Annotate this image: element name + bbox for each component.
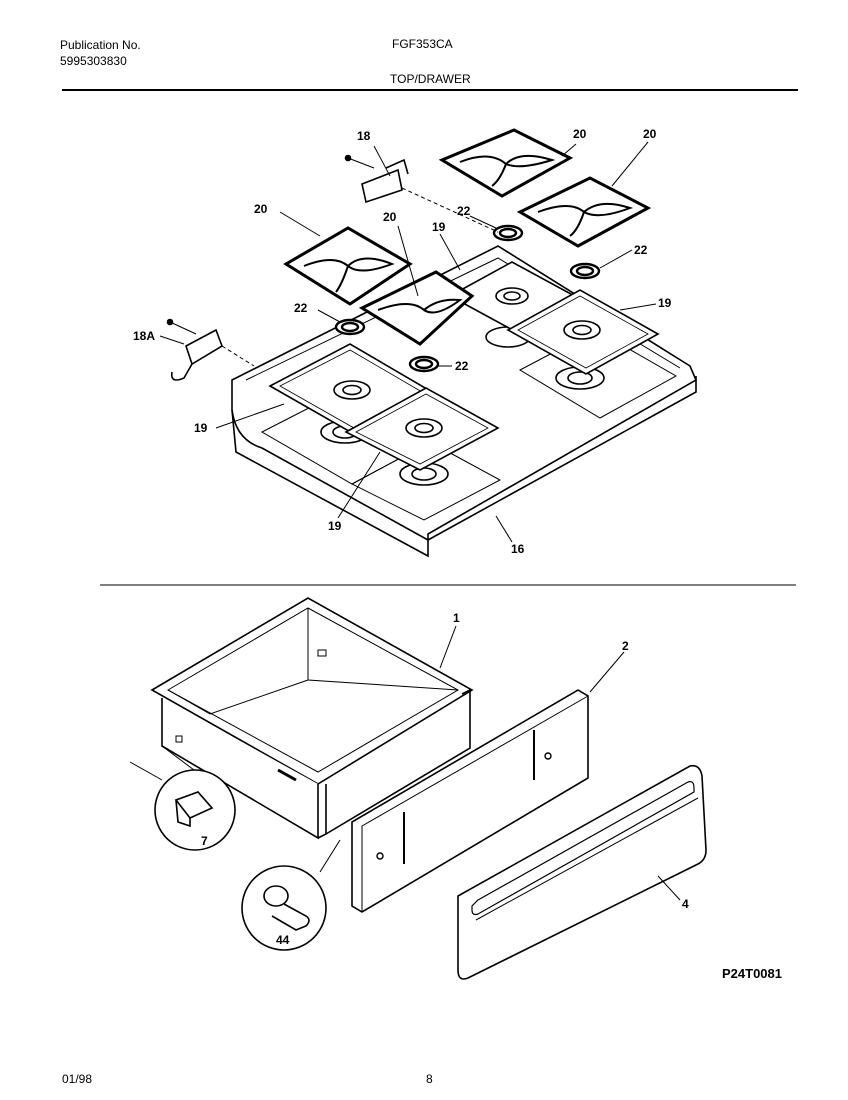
callout-2: 2 xyxy=(622,639,629,653)
detail-circle-7 xyxy=(129,745,236,851)
publication-label: Publication No. xyxy=(60,38,141,52)
grate-front-left xyxy=(283,226,413,306)
callout-20: 20 xyxy=(254,202,268,216)
burner-ring-22 xyxy=(334,224,601,373)
drawer-assembly xyxy=(129,597,707,980)
callout-22: 22 xyxy=(455,359,469,373)
callout-4: 4 xyxy=(682,897,689,911)
cooktop-assembly xyxy=(166,128,698,558)
top-leaders xyxy=(159,141,657,543)
hinge-bracket-18a xyxy=(166,318,223,381)
callout-7: 7 xyxy=(201,834,208,848)
grate-rear-right xyxy=(516,176,652,248)
footer-page-number: 8 xyxy=(426,1072,433,1086)
callout-44: 44 xyxy=(276,933,290,947)
drawer-front-panel xyxy=(351,689,589,913)
grate-rear-left xyxy=(438,128,574,198)
drawer-body xyxy=(150,597,474,840)
footer-date: 01/98 xyxy=(62,1072,93,1086)
callout-22: 22 xyxy=(294,301,308,315)
section-title: TOP/DRAWER xyxy=(390,72,471,86)
callout-20: 20 xyxy=(643,127,657,141)
detail-circle-44 xyxy=(241,839,341,951)
callout-20: 20 xyxy=(573,127,587,141)
callout-1: 1 xyxy=(453,611,460,625)
drawer-leaders xyxy=(439,625,681,901)
grate-front-center xyxy=(358,270,475,346)
callout-16: 16 xyxy=(511,542,525,556)
callout-20: 20 xyxy=(383,210,397,224)
diagram-code: P24T0081 xyxy=(722,966,782,981)
model-number: FGF353CA xyxy=(392,37,453,51)
callout-18a: 18A xyxy=(133,329,155,343)
hinge-bracket-18 xyxy=(344,154,409,204)
callout-22: 22 xyxy=(457,204,471,218)
callout-19: 19 xyxy=(194,421,208,435)
callout-19: 19 xyxy=(658,296,672,310)
burner-pan-rear-right xyxy=(506,289,660,375)
callout-19: 19 xyxy=(432,220,446,234)
callout-labels: 18 18A 20 20 20 20 19 19 19 19 22 22 22 … xyxy=(133,127,689,947)
callout-19: 19 xyxy=(328,519,342,533)
callout-22: 22 xyxy=(634,243,648,257)
callout-18: 18 xyxy=(357,129,371,143)
burner-pan-front-right xyxy=(344,387,500,471)
publication-number: 5995303830 xyxy=(60,54,127,68)
drawer-handle-panel xyxy=(457,764,707,980)
